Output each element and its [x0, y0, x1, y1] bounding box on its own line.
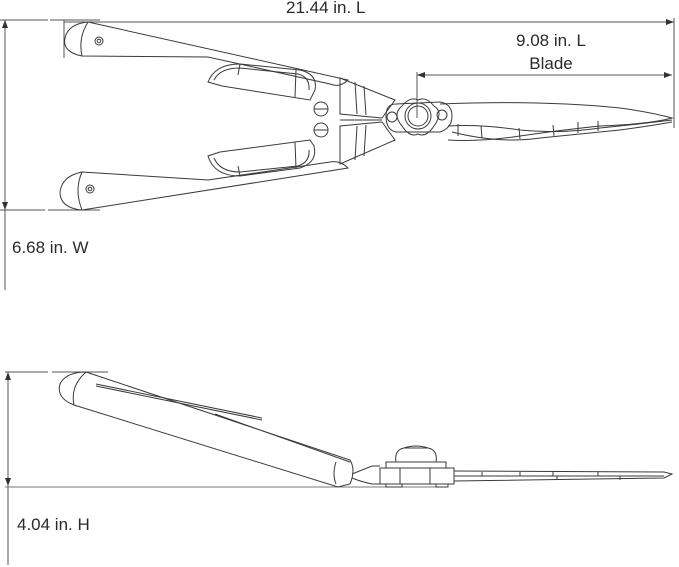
neck — [339, 77, 396, 165]
blade-caption-label: Blade — [529, 54, 573, 73]
side-neck — [351, 465, 380, 485]
blade-length-label: 9.08 in. L — [516, 31, 586, 50]
top-view — [0, 18, 675, 290]
height-label: 4.04 in. H — [17, 515, 90, 534]
blade — [439, 102, 674, 141]
width-dimension — [0, 19, 100, 290]
blade-length-dimension — [416, 72, 672, 118]
overall-length-label: 21.44 in. L — [286, 0, 366, 17]
lower-handle — [59, 139, 350, 211]
bumper-screws — [313, 101, 329, 138]
side-view — [5, 371, 674, 565]
side-nut — [379, 445, 455, 488]
pivot-nut — [385, 98, 453, 136]
side-handle — [58, 371, 354, 488]
overall-length-dimension — [64, 18, 675, 128]
side-blade — [453, 470, 674, 482]
upper-handle — [64, 21, 349, 101]
width-label: 6.68 in. W — [12, 238, 89, 257]
